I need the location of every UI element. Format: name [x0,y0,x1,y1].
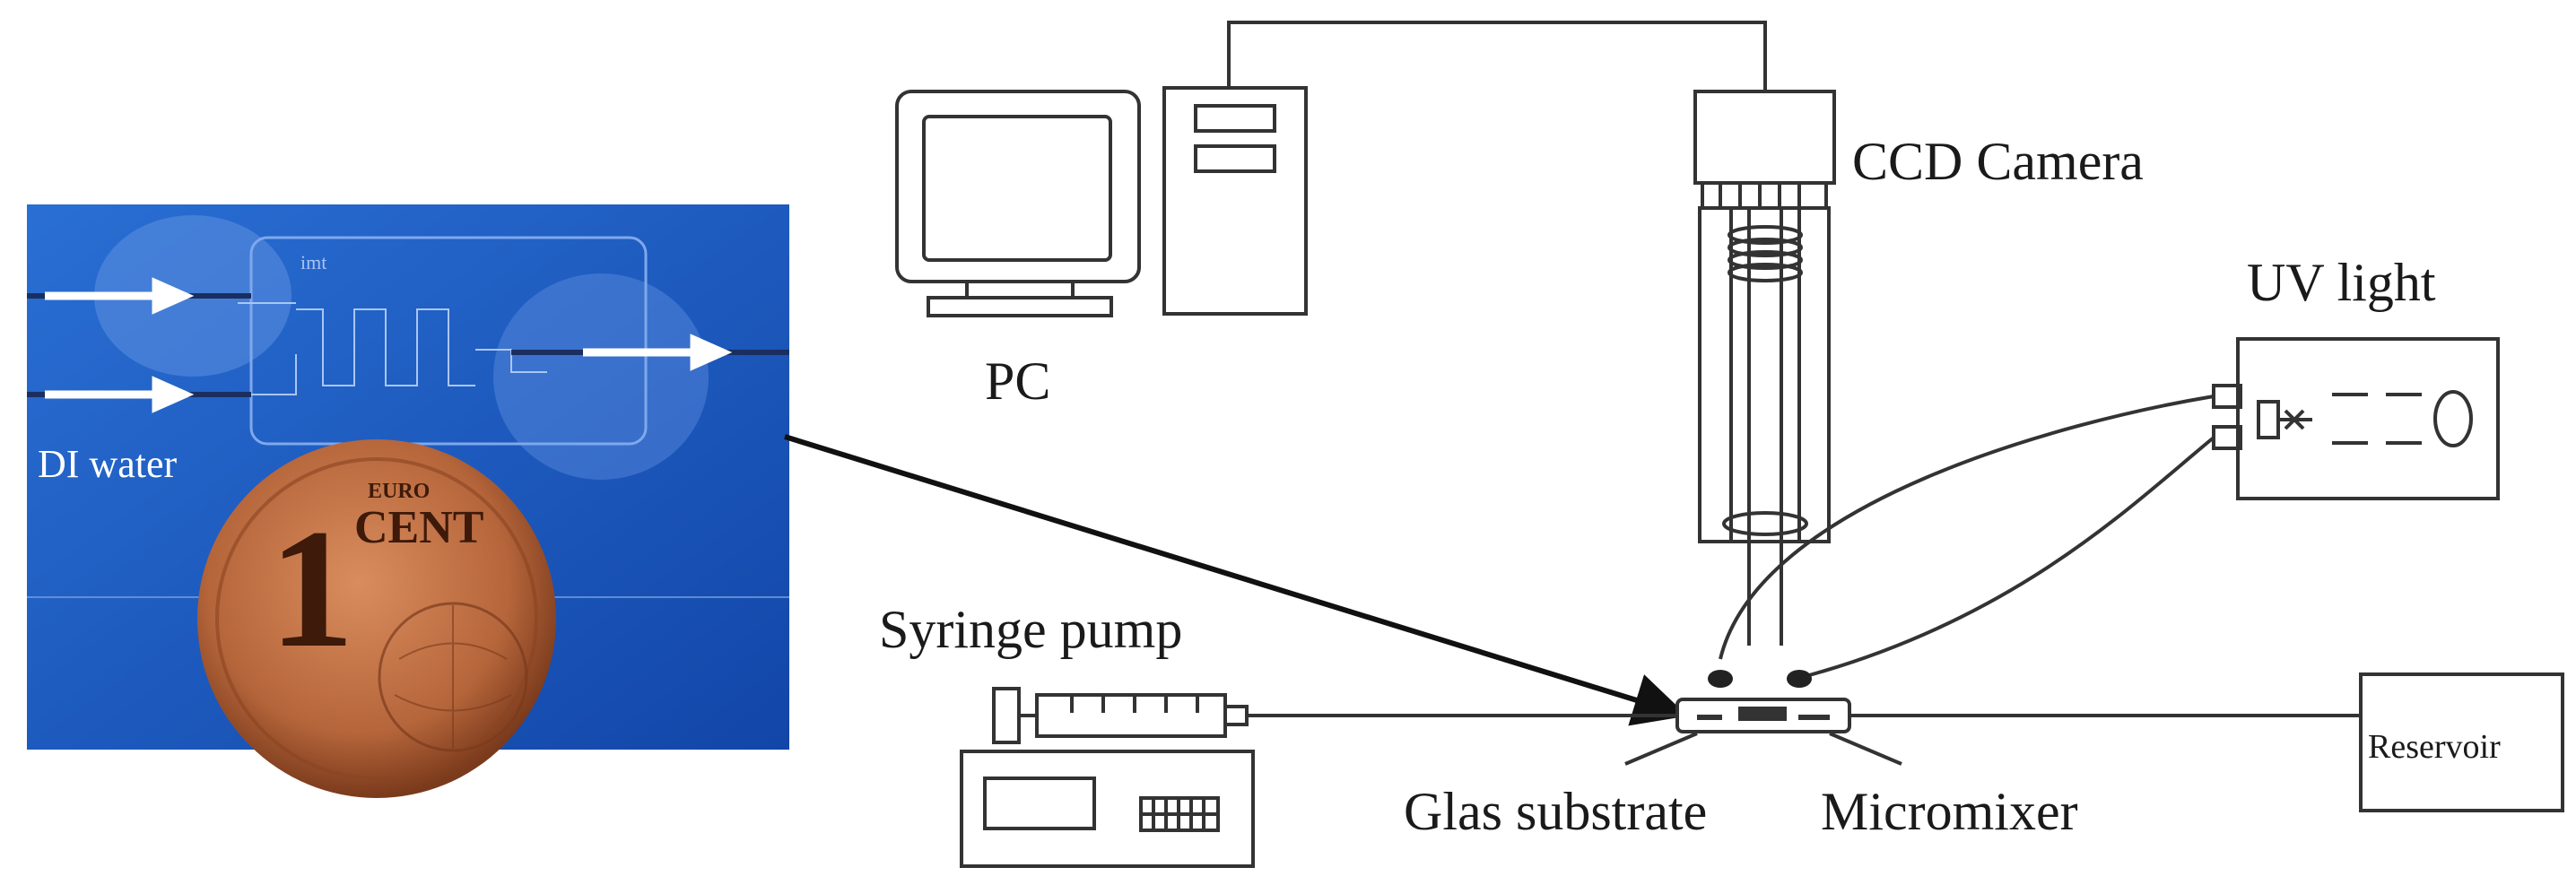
pc [895,86,1308,317]
glas-substrate-label: Glas substrate [1404,782,1707,841]
callout-arrow [784,434,1688,726]
flow-arrows [45,277,733,413]
chip-photo: imt DI water 1 CENT EURO [27,204,789,798]
pump-body-icon [960,750,1255,868]
syringe-pump-label: Syringe pump [879,600,1182,659]
camera-body-icon [1693,90,1836,185]
coin-value: 1 [269,495,354,683]
reservoir-label: Reservoir [2368,728,2501,766]
chip-mark: imt [300,251,326,273]
microscope-tube [1698,206,1831,646]
mixer-channels [238,302,547,395]
monitor-icon [895,90,1141,317]
syringe-icon [992,687,1249,744]
coin-small: EURO [368,480,430,503]
micromixer-chip [1675,698,1851,733]
uv-fiber-2 [1802,436,2215,679]
chip-body [249,236,648,446]
globe-icon [378,602,528,752]
uv-fiber-1 [1719,395,2215,660]
lens-icon [1722,511,1808,536]
computer-tower-icon [1162,86,1308,316]
euro-cent-coin: 1 CENT EURO [197,439,556,798]
outlet-droplet [493,273,709,480]
coin-word: CENT [354,502,483,553]
ccd-camera [1693,90,1836,210]
inlet-label: DI water [38,442,177,486]
uv-light [2212,337,2500,500]
ccd-camera-label: CCD Camera [1852,132,2144,191]
data-cable [1227,21,1767,91]
pc-label: PC [985,351,1050,411]
syringe-pump [960,687,1255,868]
reservoir-box [2359,672,2564,812]
uv-light-label: UV light [2247,253,2436,312]
lamp-icon [2278,409,2312,430]
micromixer-label: Micromixer [1821,782,2078,841]
